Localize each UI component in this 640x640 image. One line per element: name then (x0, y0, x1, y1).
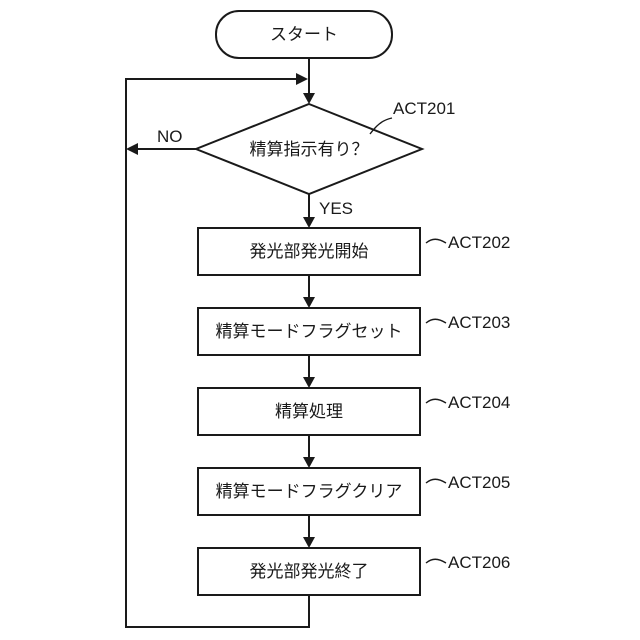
step-id-act204: ACT204 (448, 393, 510, 412)
step-id-leader-act203 (426, 319, 446, 323)
yes-label: YES (319, 199, 353, 218)
process-label-act206: 発光部発光終了 (250, 562, 369, 582)
step-id-act206: ACT206 (448, 553, 510, 572)
decision-step-id: ACT201 (393, 99, 455, 118)
step-id-act205: ACT205 (448, 473, 510, 492)
arrowhead-yes-branch (303, 217, 315, 228)
arrowhead-no-branch (126, 143, 138, 155)
decision-label: 精算指示有り？ (250, 140, 369, 160)
step-id-leader-act205 (426, 479, 446, 483)
step-id-leader-act206 (426, 559, 446, 563)
arrowhead-into-act206 (303, 537, 315, 548)
step-id-act202: ACT202 (448, 233, 510, 252)
step-id-leader-act202 (426, 239, 446, 243)
arrowhead-into-act203 (303, 297, 315, 308)
no-label: NO (157, 127, 183, 146)
process-label-act202: 発光部発光開始 (250, 242, 369, 262)
start-label: スタート (270, 25, 338, 45)
arrowhead-loop-back (296, 73, 308, 85)
arrowhead-into-decision (303, 93, 315, 104)
step-id-leader-act204 (426, 399, 446, 403)
arrowhead-into-act204 (303, 377, 315, 388)
process-label-act205: 精算モードフラグクリア (216, 482, 403, 502)
process-label-act204: 精算処理 (275, 402, 343, 422)
arrowhead-into-act205 (303, 457, 315, 468)
process-label-act203: 精算モードフラグセット (216, 322, 403, 342)
step-id-act203: ACT203 (448, 313, 510, 332)
